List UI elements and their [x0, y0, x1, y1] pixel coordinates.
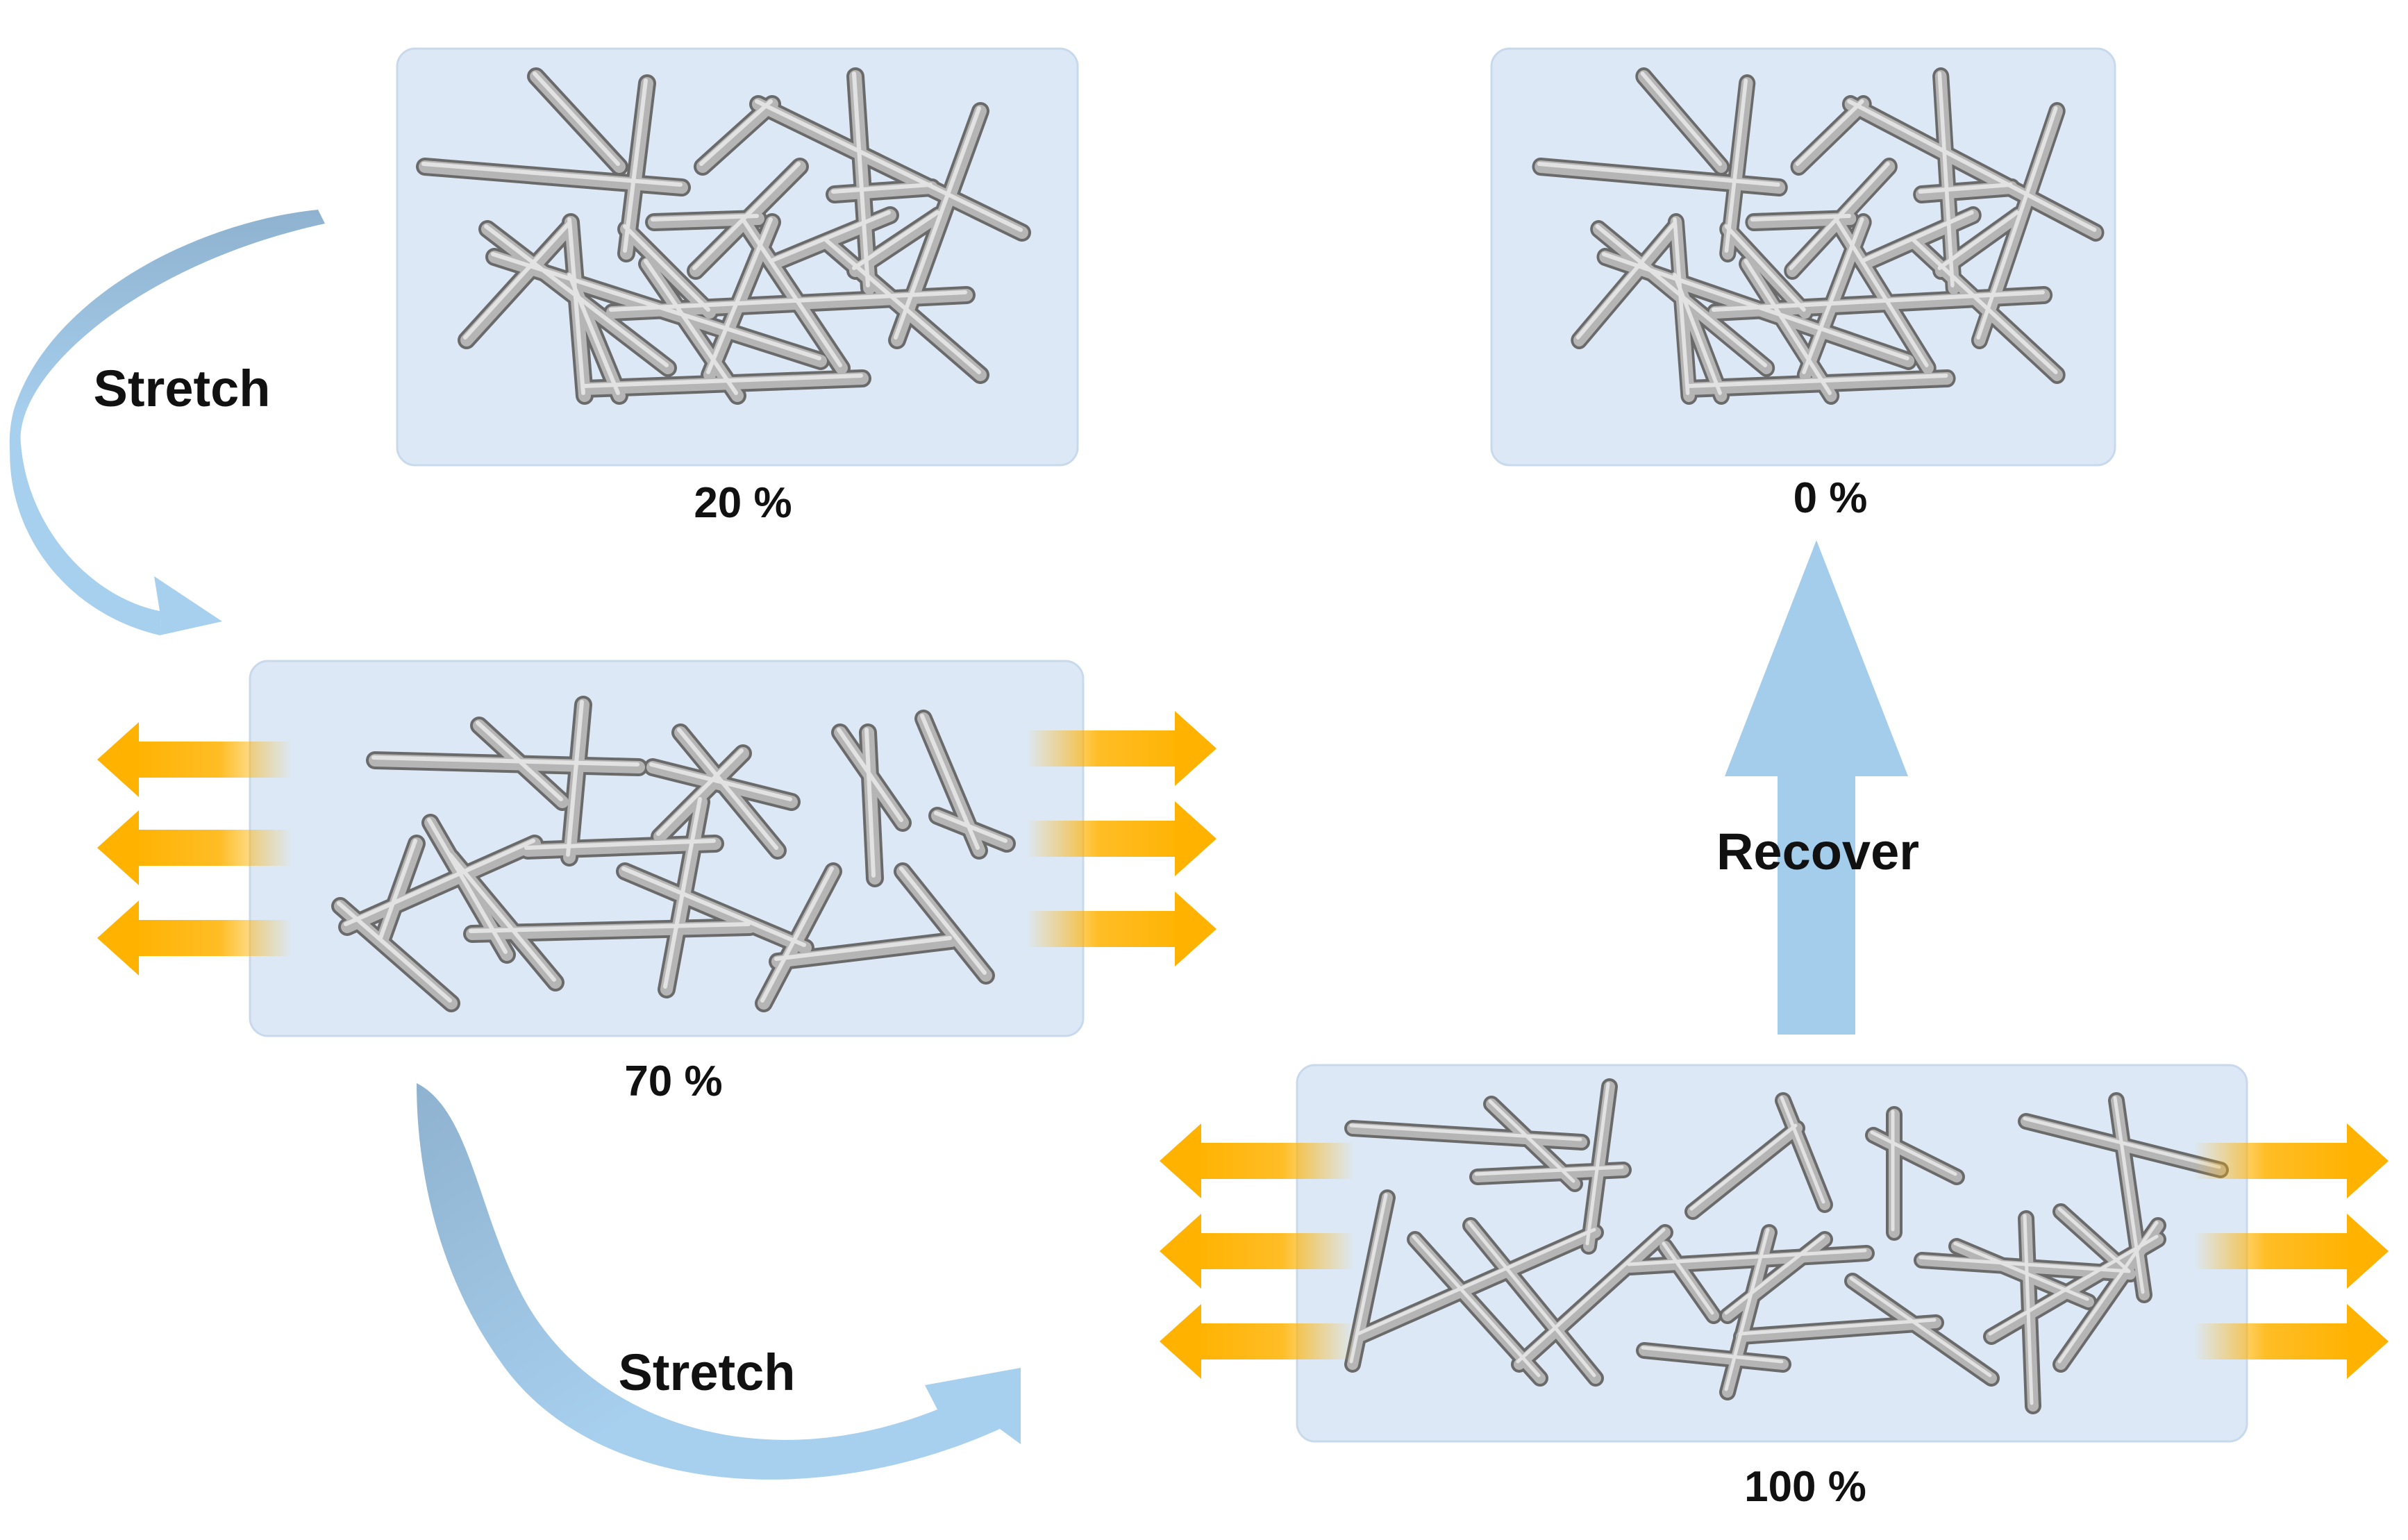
strain-label: 70 % — [624, 1057, 722, 1105]
stretch-arrow-2: Stretch — [417, 1083, 1021, 1480]
tension-arrow-icon — [1160, 1214, 1354, 1289]
tension-arrow-icon — [1160, 1123, 1354, 1198]
tension-arrow-icon — [1160, 1304, 1354, 1379]
tension-arrow-icon — [1026, 892, 1216, 966]
strain-label: 0 % — [1794, 474, 1868, 522]
tension-arrow-icon — [97, 810, 292, 885]
strain-label: 100 % — [1744, 1463, 1866, 1511]
stretch-label: Stretch — [94, 360, 271, 417]
tension-arrow-icon — [2194, 1214, 2389, 1289]
stretch-arrow-1: Stretch — [9, 210, 326, 635]
panel-70-percent: 70 % — [97, 660, 1216, 1105]
panel-0-percent: 0 % — [1490, 47, 2116, 522]
panel-100-percent: 100 % — [1160, 1064, 2389, 1511]
tension-arrow-icon — [97, 722, 292, 797]
tension-arrow-icon — [2194, 1304, 2389, 1379]
tension-arrow-icon — [1026, 801, 1216, 876]
tension-arrow-icon — [1026, 711, 1216, 786]
recover-label: Recover — [1716, 823, 1919, 880]
tension-arrow-icon — [97, 901, 292, 976]
stretch-label: Stretch — [619, 1344, 796, 1401]
strain-label: 20 % — [694, 479, 792, 527]
recover-arrow: Recover — [1716, 540, 1919, 1035]
panel-background — [396, 47, 1079, 467]
panel-20-percent: 20 % — [396, 47, 1079, 527]
curved-arrow-icon — [417, 1083, 1021, 1480]
curved-arrow-icon — [9, 210, 326, 635]
tension-arrow-icon — [2194, 1123, 2389, 1198]
up-arrow-icon — [1725, 540, 1908, 1035]
